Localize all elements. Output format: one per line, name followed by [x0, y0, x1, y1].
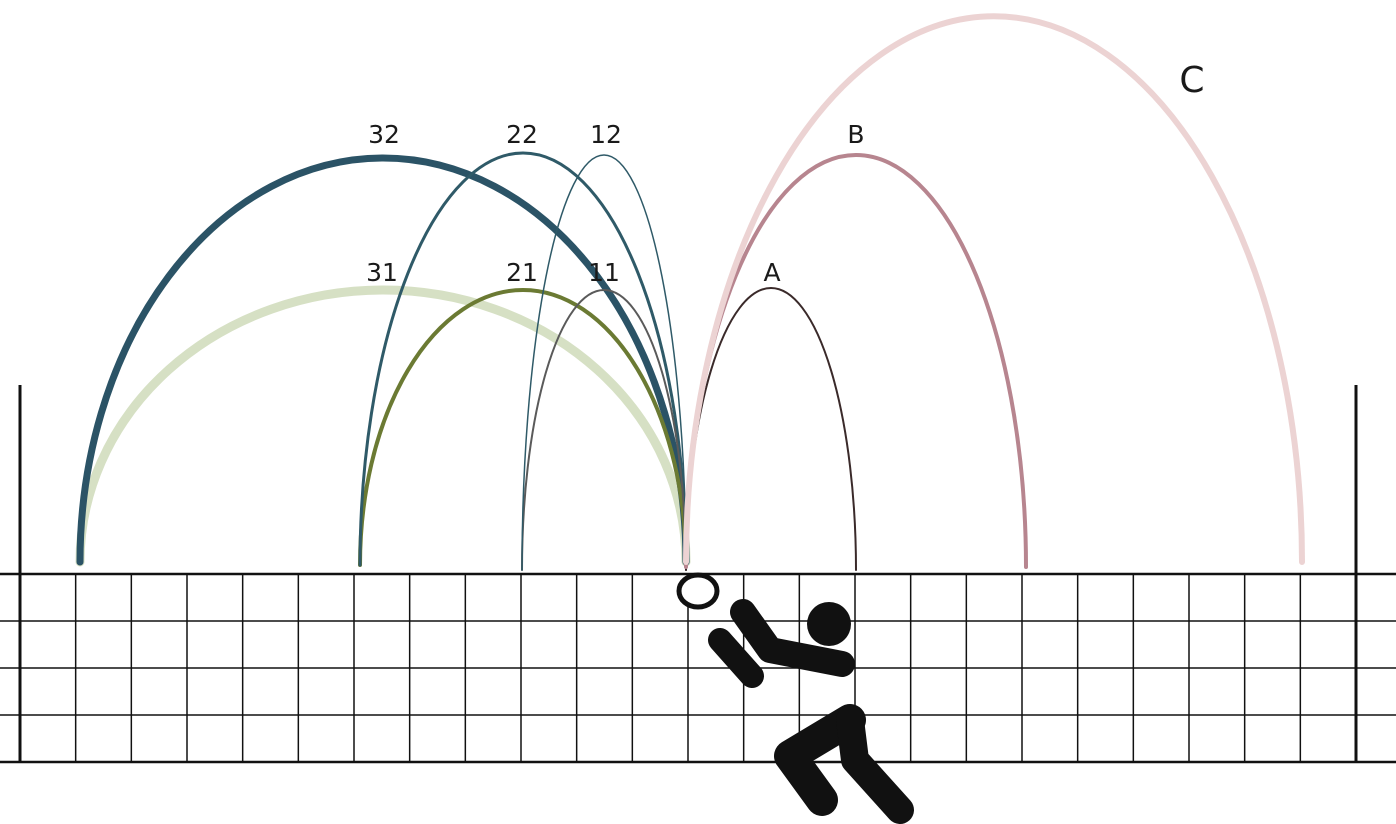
trajectory-32-arc: [76, 154, 690, 566]
trajectory-21-arc: [358, 288, 688, 567]
trajectory-arcs: [75, 13, 1305, 571]
label-B: B: [847, 120, 864, 149]
label-12: 12: [590, 120, 622, 149]
label-C: C: [1179, 60, 1204, 101]
label-31: 31: [366, 258, 398, 287]
label-11: 11: [588, 258, 620, 287]
label-A: A: [763, 258, 780, 287]
net-grid: [0, 572, 1396, 764]
trajectory-A-arc: [685, 287, 857, 571]
label-22: 22: [506, 120, 538, 149]
setter-player-icon: [708, 599, 914, 824]
label-32: 32: [368, 120, 400, 149]
trajectory-B-arc: [684, 153, 1028, 569]
trajectory-11-arc: [521, 289, 687, 571]
trajectory-C-arc: [683, 13, 1305, 565]
trajectory-labels: 32 22 12 31 21 11 A B C: [366, 60, 1204, 287]
trajectory-22-arc: [358, 151, 688, 567]
ball-icon: [676, 572, 720, 610]
label-21: 21: [506, 258, 538, 287]
trajectory-12-arc: [521, 154, 687, 571]
trajectory-31-arc: [75, 285, 691, 567]
